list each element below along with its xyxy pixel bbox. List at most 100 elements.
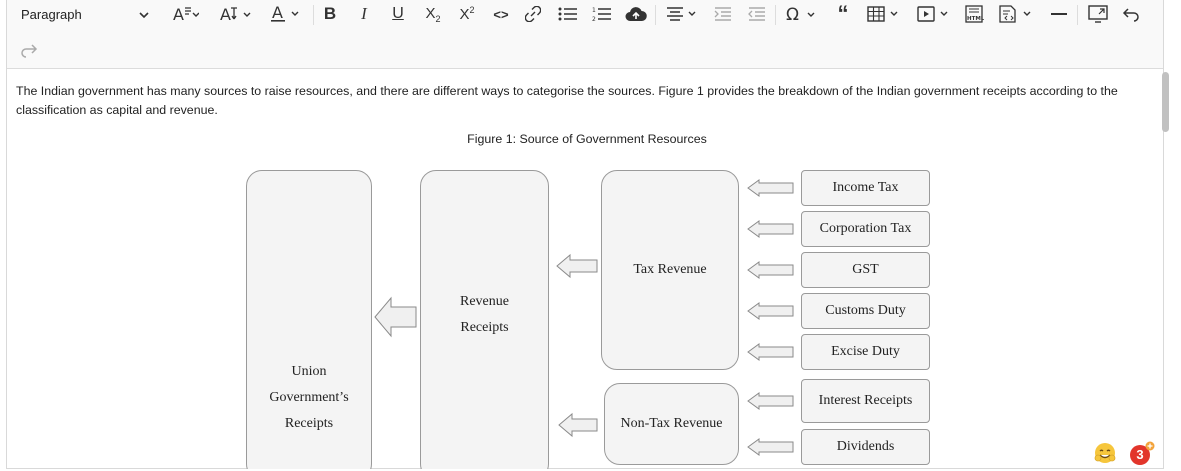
font-color-button[interactable]: A: [267, 2, 307, 26]
undo-icon: [1122, 6, 1140, 22]
rich-text-editor: Paragraph A A A B I: [6, 0, 1169, 469]
code-icon: <>: [493, 6, 509, 22]
revenue-receipts-box: Revenue Receipts: [420, 170, 549, 469]
svg-text:A: A: [272, 4, 283, 22]
underline-icon: U: [392, 5, 404, 22]
italic-button[interactable]: I: [353, 2, 375, 26]
svg-text:2: 2: [592, 16, 596, 22]
source-label: Dividends: [836, 439, 895, 454]
outdent-icon: [747, 6, 767, 22]
source-excise-duty: Excise Duty: [801, 334, 930, 370]
figure-title: Figure 1: Source of Government Resources: [467, 132, 707, 146]
source-label: Corporation Tax: [819, 221, 912, 236]
emoji-assistant-icon[interactable]: [1093, 441, 1117, 465]
arrow-excise-duty: [747, 343, 794, 361]
union-line-2: Government’s: [269, 390, 349, 405]
arrow-tax-to-revenue: [556, 253, 598, 279]
tax-revenue-label: Tax Revenue: [633, 262, 707, 277]
table-icon: [867, 6, 901, 22]
intro-paragraph: The Indian government has many sources t…: [16, 84, 1118, 117]
arrow-dividends: [747, 438, 794, 456]
source-income-tax: Income Tax: [801, 170, 930, 206]
outdent-button[interactable]: [745, 2, 769, 26]
source-label: GST: [852, 262, 879, 277]
source-label: Customs Duty: [825, 303, 906, 318]
editor-scrollbar[interactable]: [1162, 72, 1169, 132]
non-tax-revenue-label: Non-Tax Revenue: [620, 416, 723, 431]
notification-badge[interactable]: 3: [1128, 441, 1156, 467]
omega-icon: Ω: [786, 5, 820, 23]
editor-content[interactable]: The Indian government has many sources t…: [7, 69, 1155, 469]
editor-toolbar: Paragraph A A A B I: [7, 0, 1163, 69]
redo-button[interactable]: [17, 38, 41, 62]
source-gst: GST: [801, 252, 930, 288]
media-dropdown[interactable]: [913, 2, 955, 26]
table-dropdown[interactable]: [863, 2, 905, 26]
font-size-button[interactable]: A: [165, 2, 207, 26]
arrow-customs-duty: [747, 302, 794, 320]
link-button[interactable]: [521, 2, 545, 26]
diagram-arrows: [374, 179, 794, 456]
svg-text:HTML: HTML: [967, 16, 984, 22]
source-label: Excise Duty: [831, 344, 900, 359]
fullscreen-icon: [1088, 5, 1108, 23]
indent-icon: [713, 6, 733, 22]
align-center-icon: [665, 6, 699, 22]
blockquote-button[interactable]: “: [831, 1, 855, 26]
arrow-corporation-tax: [747, 220, 794, 238]
indent-button[interactable]: [711, 2, 735, 26]
tax-revenue-box: Tax Revenue: [601, 170, 739, 370]
paragraph-format-dropdown[interactable]: Paragraph: [21, 4, 149, 24]
font-color-icon: A: [270, 4, 304, 24]
italic-icon: I: [361, 4, 367, 23]
underline-button[interactable]: U: [387, 2, 409, 26]
fullscreen-button[interactable]: [1085, 2, 1111, 26]
revenue-line-2: Receipts: [460, 320, 509, 335]
text-case-icon: A: [220, 5, 254, 23]
svg-text:Ω: Ω: [786, 5, 799, 23]
source-corporation-tax: Corporation Tax: [801, 211, 930, 247]
code-document-icon: [998, 5, 1034, 23]
subscript-button[interactable]: X2: [421, 2, 445, 26]
text-case-button[interactable]: A: [215, 2, 259, 26]
arrow-nontax-to-revenue: [558, 412, 598, 438]
undo-button[interactable]: [1119, 2, 1143, 26]
subscript-icon: X2: [425, 4, 441, 24]
cloud-upload-icon: [625, 6, 647, 22]
notification-count: 3: [1136, 447, 1144, 462]
union-line-3: Receipts: [284, 416, 334, 431]
union-line-1: Union: [291, 364, 327, 379]
bold-button[interactable]: B: [319, 2, 341, 26]
horizontal-line-icon: [1051, 12, 1067, 16]
bulleted-list-icon: [558, 6, 578, 22]
bulleted-list-button[interactable]: [555, 2, 581, 26]
revenue-line-1: Revenue: [460, 294, 509, 309]
arrow-income-tax: [747, 179, 794, 197]
source-customs-duty: Customs Duty: [801, 293, 930, 329]
arrow-revenue-to-union: [374, 296, 417, 338]
upload-cloud-button[interactable]: [623, 2, 649, 26]
superscript-icon: X2: [459, 5, 475, 23]
html-document-icon: HTML: [964, 5, 984, 23]
union-receipts-box: Union Government’s Receipts: [246, 170, 372, 469]
horizontal-line-button[interactable]: [1047, 2, 1071, 26]
superscript-button[interactable]: X2: [455, 2, 479, 26]
arrow-gst: [747, 261, 794, 279]
source-dividends: Dividends: [801, 429, 930, 465]
font-size-icon: A: [173, 5, 199, 23]
code-button[interactable]: <>: [489, 2, 513, 26]
svg-text:A: A: [173, 5, 184, 23]
alignment-dropdown[interactable]: [661, 2, 703, 26]
chevron-down-icon: [139, 7, 149, 22]
html-source-button[interactable]: HTML: [961, 2, 987, 26]
bold-icon: B: [323, 4, 337, 23]
non-tax-revenue-box: Non-Tax Revenue: [604, 383, 739, 465]
quote-icon: “: [837, 1, 849, 26]
paragraph-format-label: Paragraph: [21, 6, 82, 22]
link-icon: [525, 6, 541, 22]
video-icon: [917, 6, 951, 22]
code-snippet-dropdown[interactable]: [995, 2, 1037, 26]
special-character-dropdown[interactable]: Ω: [783, 2, 823, 26]
